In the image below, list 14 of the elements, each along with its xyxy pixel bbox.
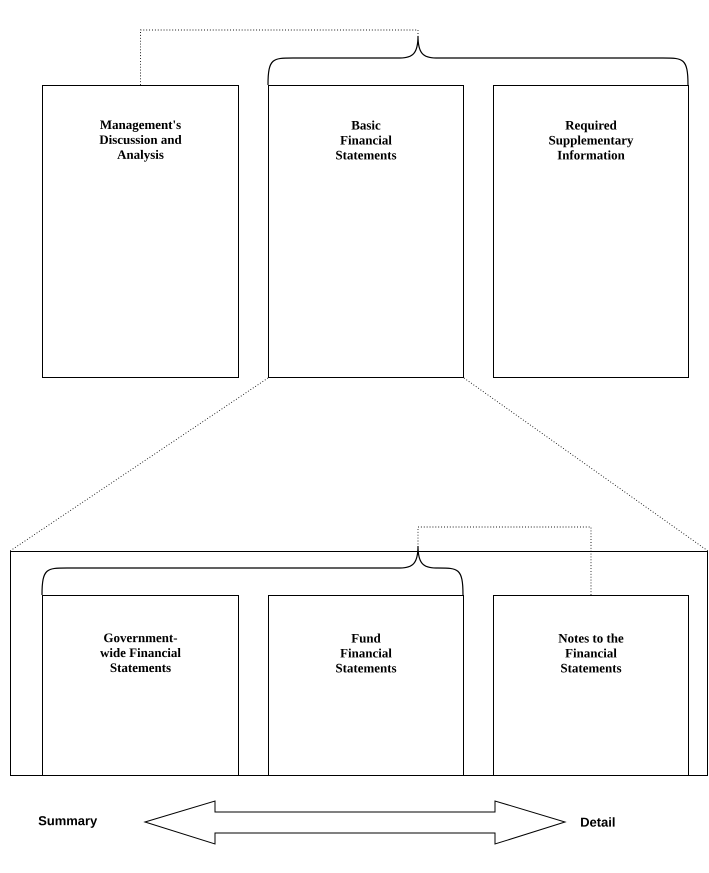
panel-box [10, 551, 708, 776]
axis-label: Detail [581, 817, 615, 827]
curly-brace [41, 545, 464, 596]
zoom-lines [10, 378, 708, 552]
curly-brace [267, 35, 689, 86]
text-box: Management's Discussion and Analysis [42, 85, 239, 378]
text-box: Fund Financial Statements [268, 595, 464, 776]
axis-label: Summary [38, 816, 98, 828]
connector-line [418, 526, 592, 596]
text-box: Required Supplementary Information [493, 85, 689, 378]
text-box: Notes to the Financial Statements [493, 595, 689, 776]
text-box: Basic Financial Statements [268, 85, 464, 378]
text-box: Government-wide Financial Statements [42, 595, 239, 776]
connector-line [140, 30, 418, 86]
